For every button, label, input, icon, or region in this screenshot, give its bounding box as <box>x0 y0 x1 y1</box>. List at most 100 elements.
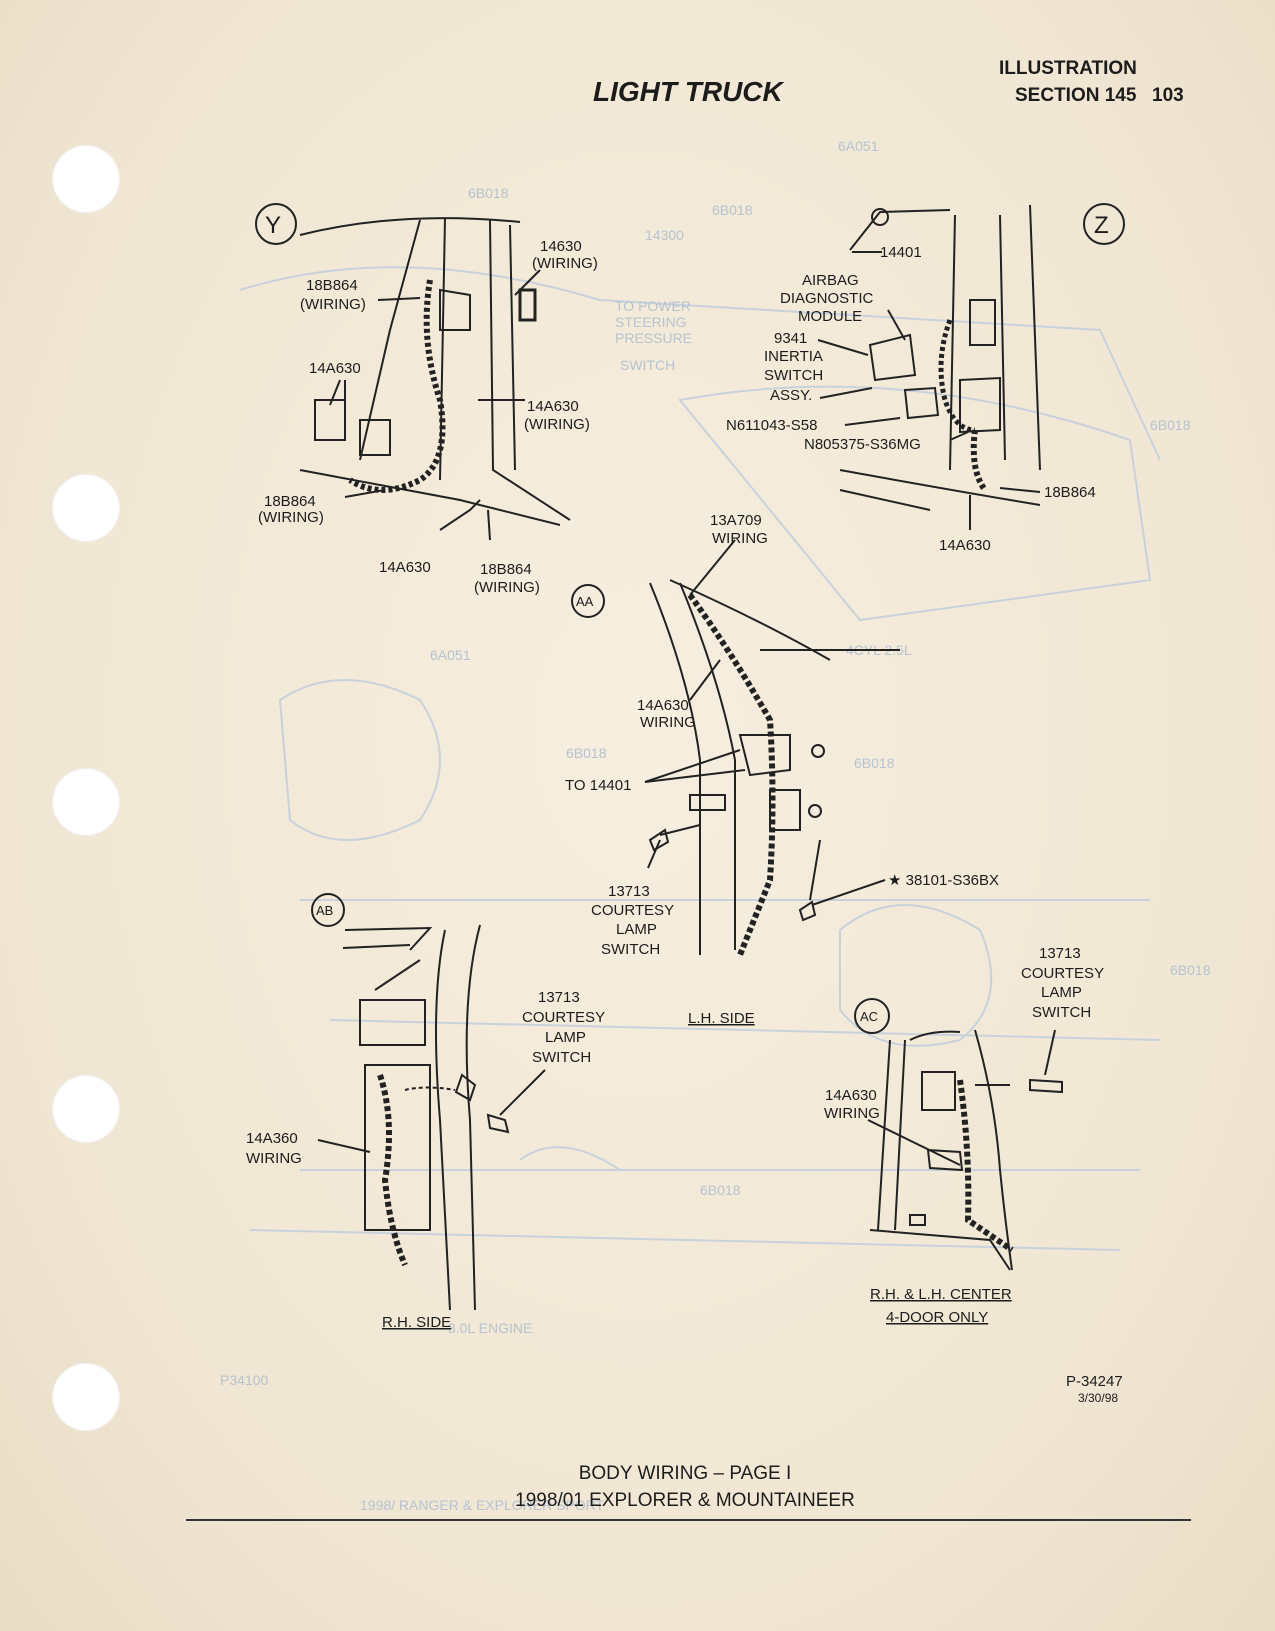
view-marker-ab-text: AB <box>316 903 333 918</box>
svg-text:14A630: 14A630 <box>527 398 579 415</box>
svg-text:(WIRING): (WIRING) <box>300 296 366 313</box>
bleed-through <box>239 266 1161 1251</box>
svg-text:STEERING: STEERING <box>615 314 687 330</box>
svg-text:18B864: 18B864 <box>480 561 532 578</box>
svg-text:LAMP: LAMP <box>545 1029 586 1046</box>
svg-text:SWITCH: SWITCH <box>620 357 675 373</box>
svg-text:ASSY.: ASSY. <box>770 387 812 404</box>
view-marker-aa-text: AA <box>576 594 594 609</box>
svg-text:SWITCH: SWITCH <box>764 367 823 384</box>
svg-text:COURTESY: COURTESY <box>591 902 674 919</box>
svg-text:(WIRING): (WIRING) <box>524 416 590 433</box>
view-marker-ab <box>311 893 345 927</box>
svg-text:N805375-S36MG: N805375-S36MG <box>804 436 921 453</box>
svg-text:1998/ RANGER & EXPLORER SPORT: 1998/ RANGER & EXPLORER SPORT <box>360 1497 604 1513</box>
svg-text:14300: 14300 <box>645 227 684 243</box>
svg-text:LAMP: LAMP <box>616 921 657 938</box>
svg-text:WIRING: WIRING <box>246 1150 302 1167</box>
illustration-label: ILLUSTRATION <box>999 58 1137 79</box>
binder-hole <box>52 1363 120 1431</box>
svg-text:SWITCH: SWITCH <box>1032 1004 1091 1021</box>
view-ac-caption-1: R.H. & L.H. CENTER <box>870 1286 1012 1303</box>
svg-text:13713: 13713 <box>608 883 650 900</box>
view-marker-ac <box>854 998 890 1034</box>
svg-text:18B864: 18B864 <box>1044 484 1096 501</box>
svg-text:SWITCH: SWITCH <box>601 941 660 958</box>
svg-text:6B018: 6B018 <box>1150 417 1191 433</box>
view-ac-labels: AC 13713 COURTESY LAMP SWITCH 14A630 WIR… <box>824 945 1104 1326</box>
svg-text:★ 38101-S36BX: ★ 38101-S36BX <box>888 872 999 889</box>
footer-line-1: BODY WIRING – PAGE I <box>578 1463 792 1484</box>
svg-text:18B864: 18B864 <box>264 493 316 510</box>
svg-text:(WIRING): (WIRING) <box>532 255 598 272</box>
svg-text:6A051: 6A051 <box>430 647 471 663</box>
binder-hole <box>52 145 120 213</box>
figure-number: P-34247 <box>1066 1373 1123 1390</box>
footer-rule <box>186 1519 1191 1521</box>
svg-text:18B864: 18B864 <box>306 277 358 294</box>
figure-date: 3/30/98 <box>1078 1391 1119 1405</box>
page-title: LIGHT TRUCK <box>593 76 783 107</box>
view-z <box>817 203 1125 530</box>
view-ac-caption-2: 4-DOOR ONLY <box>886 1309 988 1326</box>
section-label: SECTION 145 <box>1015 85 1137 106</box>
svg-text:9341: 9341 <box>774 330 807 347</box>
svg-text:TO POWER: TO POWER <box>615 298 691 314</box>
view-marker-y <box>255 203 297 245</box>
svg-text:13713: 13713 <box>538 989 580 1006</box>
svg-text:14A630: 14A630 <box>939 537 991 554</box>
view-y <box>255 203 571 541</box>
svg-text:14A630: 14A630 <box>825 1087 877 1104</box>
view-marker-y-text: Y <box>265 212 281 239</box>
view-z-labels: Z 14401 AIRBAG DIAGNOSTIC MODULE 9341 IN… <box>726 212 1109 554</box>
svg-text:DIAGNOSTIC: DIAGNOSTIC <box>780 290 874 307</box>
svg-text:(WIRING): (WIRING) <box>258 509 324 526</box>
svg-text:SWITCH: SWITCH <box>532 1049 591 1066</box>
svg-text:P34100: P34100 <box>220 1372 268 1388</box>
view-aa-caption: L.H. SIDE <box>688 1010 755 1027</box>
svg-text:COURTESY: COURTESY <box>1021 965 1104 982</box>
binder-hole <box>52 768 120 836</box>
svg-text:6B018: 6B018 <box>468 185 509 201</box>
view-marker-z-text: Z <box>1094 212 1109 239</box>
svg-text:WIRING: WIRING <box>712 530 768 547</box>
bleed-text: 6A051 6B018 6B018 14300 TO POWER STEERIN… <box>220 138 1211 1513</box>
svg-text:WIRING: WIRING <box>640 714 696 731</box>
svg-text:LAMP: LAMP <box>1041 984 1082 1001</box>
page-number: 103 <box>1152 85 1184 106</box>
svg-text:6B018: 6B018 <box>566 745 607 761</box>
svg-text:AIRBAG: AIRBAG <box>802 272 859 289</box>
svg-text:3.0L ENGINE: 3.0L ENGINE <box>448 1320 532 1336</box>
svg-text:MODULE: MODULE <box>798 308 862 325</box>
svg-text:TO 14401: TO 14401 <box>565 777 631 794</box>
svg-text:6B018: 6B018 <box>854 755 895 771</box>
svg-text:14630: 14630 <box>540 238 582 255</box>
svg-text:6B018: 6B018 <box>712 202 753 218</box>
svg-text:14A630: 14A630 <box>309 360 361 377</box>
svg-text:PRESSURE: PRESSURE <box>615 330 692 346</box>
view-marker-z <box>1083 203 1125 245</box>
svg-text:N611043-S58: N611043-S58 <box>726 417 817 434</box>
svg-text:6B018: 6B018 <box>700 1182 741 1198</box>
binder-hole <box>52 1075 120 1143</box>
svg-text:INERTIA: INERTIA <box>764 348 823 365</box>
svg-text:13A709: 13A709 <box>710 512 762 529</box>
view-ab-labels: AB 13713 COURTESY LAMP SWITCH 14A360 WIR… <box>246 903 605 1331</box>
svg-text:14A360: 14A360 <box>246 1130 298 1147</box>
view-aa-labels: AA 13A709 WIRING 14A630 WIRING TO 14401 … <box>565 512 999 1027</box>
svg-text:13713: 13713 <box>1039 945 1081 962</box>
svg-text:COURTESY: COURTESY <box>522 1009 605 1026</box>
svg-text:6A051: 6A051 <box>838 138 879 154</box>
view-y-labels: Y 14630 (WIRING) 18B864 (WIRING) 14A630 … <box>258 212 598 596</box>
view-ab-caption: R.H. SIDE <box>382 1314 451 1331</box>
footer-line-2: 1998/01 EXPLORER & MOUNTAINEER <box>515 1490 855 1511</box>
view-marker-ac-text: AC <box>860 1009 878 1024</box>
view-ab <box>311 893 546 1311</box>
view-aa <box>571 539 900 957</box>
svg-text:14A630: 14A630 <box>379 559 431 576</box>
binder-hole <box>52 474 120 542</box>
svg-text:WIRING: WIRING <box>824 1105 880 1122</box>
view-marker-aa <box>571 584 605 618</box>
